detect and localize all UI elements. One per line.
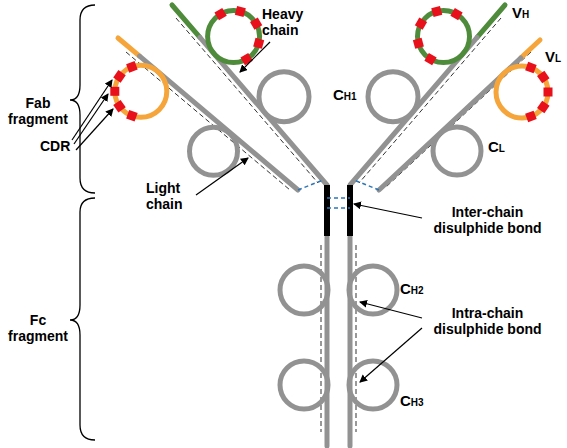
ch2-loop [349, 266, 397, 314]
cdr-squares [110, 6, 552, 122]
bond-label: Inter-chain disulphide bond [425, 204, 550, 236]
cdr-square [537, 71, 550, 84]
inter-chain-bond [327, 197, 350, 199]
inter-chain-bond [327, 207, 350, 209]
vh-loop [208, 11, 260, 63]
cdr-group [413, 6, 463, 65]
ch1-loop [259, 72, 309, 122]
chain-label: Light chain [146, 180, 196, 212]
bond-label: Intra-chain disulphide bond [425, 305, 550, 337]
cdr-square [413, 38, 424, 49]
axis-line [359, 18, 501, 183]
disulphide-bonds [298, 180, 379, 208]
domain-label: VL [545, 48, 561, 68]
leader-arrow [196, 158, 248, 195]
cdr-square [415, 17, 427, 29]
cdr-square [431, 6, 442, 17]
cdr-square [537, 101, 550, 114]
heavy-chain [325, 237, 330, 446]
heavy-variable-chain [477, 5, 505, 37]
cdr-square [126, 61, 138, 73]
cdr-group [525, 62, 552, 122]
leader-arrow [360, 302, 422, 318]
leader-arrows [72, 42, 422, 382]
inter-chain-bond [298, 180, 323, 190]
light-variable-chain [118, 38, 140, 56]
cdr-label: CDR [40, 138, 70, 154]
leader-arrow [76, 109, 113, 150]
cdr-square [240, 53, 252, 65]
leader-arrow [360, 328, 422, 382]
domain-label: CH2 [400, 280, 424, 300]
leader-arrow [240, 42, 270, 72]
ch2-loop [280, 266, 328, 314]
cdr-square [214, 8, 226, 20]
fragment-label: Fab fragment [4, 95, 72, 127]
cdr-square [235, 6, 246, 17]
cdr-square [450, 8, 462, 20]
domain-label: CH1 [333, 86, 357, 106]
leader-arrow [74, 94, 108, 144]
cdr-square [525, 111, 537, 123]
cdr-group [110, 61, 137, 121]
cdr-square [253, 38, 264, 49]
domain-label: VH [512, 4, 529, 24]
chain-label: Heavy chain [262, 6, 314, 38]
vh-loop [418, 11, 470, 63]
cl-loop [433, 127, 481, 175]
light-variable-chain [521, 40, 540, 58]
fragment-label: Fc fragment [4, 312, 72, 344]
cdr-square [544, 88, 553, 97]
domain-label: CL [488, 138, 505, 158]
inter-chain-bond [354, 180, 379, 190]
ch1-loop [368, 72, 418, 122]
cdr-square [113, 70, 126, 83]
cdr-square [250, 17, 262, 29]
cdr-square [525, 62, 537, 74]
axis-line [126, 52, 290, 190]
leader-arrow [72, 80, 112, 140]
cdr-group [214, 6, 264, 65]
cdr-square [110, 87, 119, 96]
cdr-square [424, 53, 436, 65]
fab-brace [70, 5, 95, 193]
heavy-variable-chain [172, 5, 200, 37]
cdr-square [126, 110, 138, 122]
ch3-loop [280, 361, 328, 409]
heavy-chain [348, 237, 353, 446]
ch3-loop [349, 361, 397, 409]
fc-brace [70, 198, 95, 440]
cl-loop [190, 127, 238, 175]
hinge [347, 185, 353, 236]
hinge [324, 185, 330, 236]
cdr-square [113, 100, 126, 113]
leader-arrow [354, 204, 422, 218]
domain-label: CH3 [400, 392, 424, 412]
